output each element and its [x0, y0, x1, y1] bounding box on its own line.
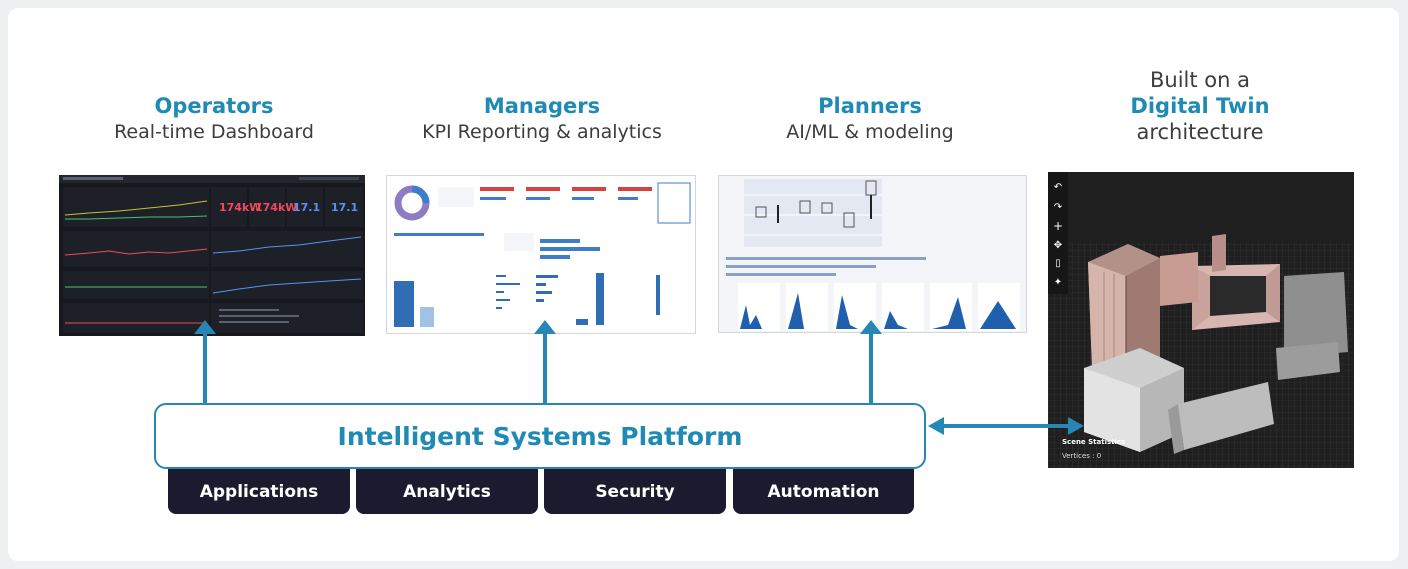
- twin-line-3: architecture: [1136, 120, 1264, 144]
- twin-line-1: Built on a: [1150, 68, 1250, 92]
- persona-description: KPI Reporting & analytics: [422, 121, 662, 143]
- operators-dashboard-screenshot: 174kW 174kW 17.1 17.1: [59, 175, 365, 336]
- kpi-value: 17.1: [331, 201, 358, 214]
- digital-twin-caption: Built on a Digital Twin architecture: [1100, 67, 1300, 145]
- bidirectional-arrow-digital-twin: [928, 417, 1084, 435]
- digital-twin-3d-viewer: ↶ ↷ + ✥ ▯ ✦ Scene Statistics Vertices : …: [1048, 172, 1354, 468]
- twin-accent: Digital Twin: [1130, 94, 1270, 118]
- planners-ml-plots-screenshot: [718, 175, 1027, 333]
- persona-planners: Planners AI/ML & modeling: [700, 93, 1040, 145]
- arrow-to-planners: [860, 320, 882, 406]
- pivot-icon[interactable]: ✦: [1054, 277, 1062, 288]
- arrow-to-operators: [194, 320, 216, 406]
- persona-operators: Operators Real-time Dashboard: [44, 93, 384, 145]
- redo-icon[interactable]: ↷: [1054, 202, 1063, 213]
- delete-icon[interactable]: ▯: [1055, 258, 1061, 269]
- scene-statistics-title: Scene Statistics: [1062, 438, 1125, 446]
- persona-description: AI/ML & modeling: [786, 121, 954, 143]
- scene-statistics-line: Vertices : 0: [1062, 452, 1101, 460]
- arrow-to-managers: [534, 320, 556, 406]
- intelligent-systems-platform: Intelligent Systems Platform: [154, 403, 926, 469]
- persona-managers: Managers KPI Reporting & analytics: [372, 93, 712, 145]
- persona-role: Operators: [154, 94, 274, 118]
- kpi-value: 17.1: [293, 201, 320, 214]
- persona-role: Managers: [483, 94, 601, 118]
- managers-kpi-report-screenshot: [386, 175, 696, 334]
- persona-role: Planners: [818, 94, 922, 118]
- persona-description: Real-time Dashboard: [114, 121, 314, 143]
- kpi-value: 174kW: [219, 201, 261, 214]
- add-icon[interactable]: +: [1053, 219, 1063, 233]
- undo-icon[interactable]: ↶: [1054, 182, 1062, 193]
- move-icon[interactable]: ✥: [1054, 240, 1062, 251]
- kpi-value: 174kW: [255, 201, 297, 214]
